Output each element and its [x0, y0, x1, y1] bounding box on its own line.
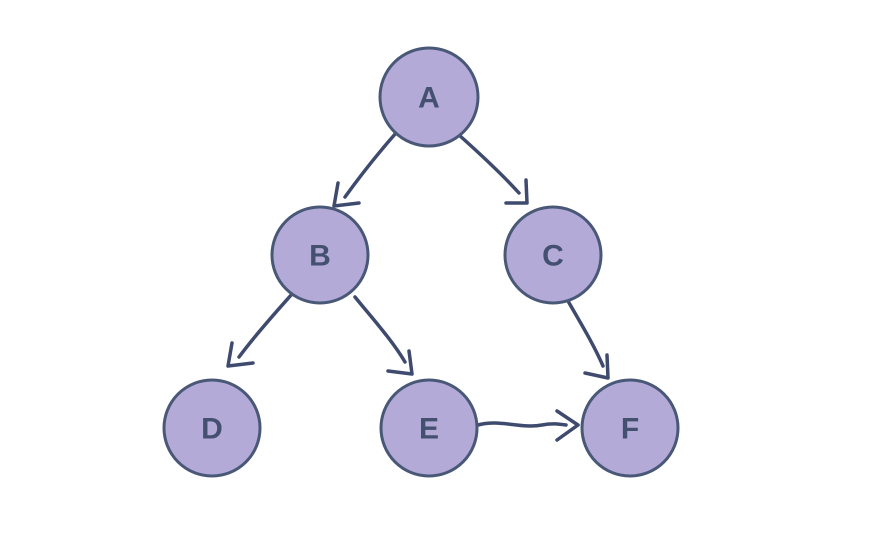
edge-e-f-line: [476, 421, 568, 428]
node-b-label: B: [309, 240, 331, 273]
node-e[interactable]: E: [379, 378, 479, 478]
edge-b-d[interactable]: [226, 292, 294, 368]
node-b-circle: [270, 205, 370, 305]
node-c-circle: [503, 205, 603, 305]
edge-b-e-line: [353, 295, 407, 364]
node-a-circle: [378, 46, 480, 148]
edge-layer: [226, 131, 610, 442]
node-d-label: D: [201, 413, 223, 446]
node-a-label: A: [418, 82, 440, 115]
node-e-circle: [379, 378, 479, 478]
edge-a-c[interactable]: [457, 133, 529, 205]
edge-c-f-line: [566, 299, 605, 368]
node-a[interactable]: A: [378, 46, 480, 148]
node-e-label: E: [419, 413, 439, 446]
node-b[interactable]: B: [270, 205, 370, 305]
node-c-label: C: [542, 240, 564, 273]
edge-a-c-arrowhead: [504, 178, 529, 205]
edge-a-b-arrowhead: [332, 181, 361, 208]
edge-b-e-arrowhead: [386, 349, 414, 376]
node-c[interactable]: C: [503, 205, 603, 305]
edge-a-c-line: [457, 133, 521, 195]
node-d-circle: [162, 378, 262, 478]
node-layer: A B C D E F: [162, 46, 680, 478]
edge-a-b[interactable]: [332, 131, 398, 208]
edge-e-f-arrowhead: [555, 409, 580, 442]
node-f-label: F: [621, 413, 639, 446]
edge-a-b-line: [343, 131, 398, 199]
edge-b-d-line: [237, 292, 294, 359]
node-f-circle: [580, 378, 680, 478]
edge-e-f[interactable]: [476, 409, 580, 442]
node-d[interactable]: D: [162, 378, 262, 478]
edge-b-d-arrowhead: [226, 341, 255, 368]
node-f[interactable]: F: [580, 378, 680, 478]
edge-b-e[interactable]: [353, 295, 414, 376]
edge-c-f[interactable]: [566, 299, 610, 380]
edge-c-f-arrowhead: [583, 353, 610, 380]
